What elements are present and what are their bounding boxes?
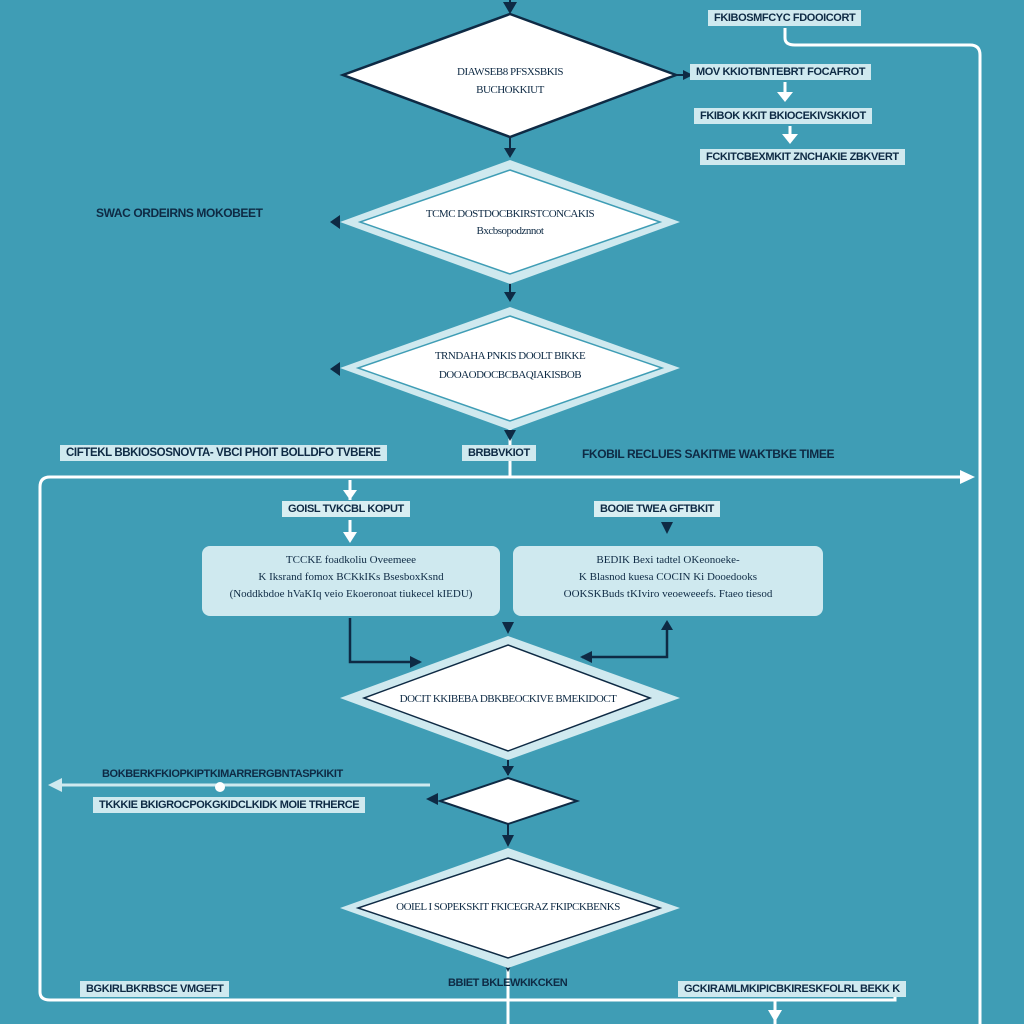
d5-to-d6-head <box>502 835 514 847</box>
diamond-1-line2: BUCHOKKIUT <box>476 84 544 97</box>
diamond-3-inner <box>355 315 665 422</box>
diamond-1-shape <box>339 12 680 139</box>
diamond-2-line1: TCMC DOSTDOCBKIRSTCONCAKIS <box>425 208 595 220</box>
arrow-head-top <box>503 2 517 14</box>
d4-top-head <box>502 622 514 634</box>
diamond-1-label: DIAWSEB8 PFSXSBKIS BUCHOKKIUT <box>400 66 620 97</box>
left-label-1: SWAC ORDEIRNS MOKOBEET <box>96 206 263 220</box>
diamond-6-inner <box>355 857 663 959</box>
diamond-2-inner <box>357 169 663 275</box>
diamond-3-line2: DOOAODOCBCBAQIAKISBOB <box>438 369 582 382</box>
right-tag-3: FKIBOK KKIT BKIOCEKIVSKKIOT <box>694 108 872 124</box>
right-box-to-d4 <box>582 622 669 659</box>
mid-right-label: FKOBIL RECLUES SAKITME WAKTBKE TIMEE <box>582 447 835 461</box>
lower-left-tag-2: TKKKIE BKIGROCPOKGKIDCLKIDK MOIE TRHERCE <box>93 797 366 813</box>
bottom-right-head <box>768 1010 782 1022</box>
mid-left-tag: CIFTEKL BBKIOSOSNOVTA- VBCI PHOIT BOLLDF… <box>60 445 387 461</box>
right-box-line2: K Blasnod kuesa COCIN Ki Dooedooks <box>578 571 758 584</box>
diamond-1-line1: DIAWSEB8 PFSXSBKIS <box>457 66 563 78</box>
right-box-line3: OOKSKBuds tKIviro veoeweeefs. Ftaeo ties… <box>563 588 773 601</box>
d3-left-pointer <box>330 362 340 376</box>
right-tag-2: MOV KKIOTBNTEBRT FOCAFROT <box>690 64 872 80</box>
diamond-4-line1: DOCIT KKIBEBA DBKBEOCKIVE BMEKIDOCT <box>399 693 617 705</box>
d4-to-d5-head <box>502 766 514 776</box>
left-box-to-d4 <box>348 618 420 664</box>
diamond-2-label: TCMC DOSTDOCBKIRSTCONCAKIS Bxcbsopodznno… <box>400 208 620 238</box>
d5-left-head <box>48 778 62 792</box>
d5-left-dot <box>215 782 225 792</box>
rt-arrow-2-head <box>782 134 798 144</box>
right-box-up-head <box>661 620 673 630</box>
arrow-head-2 <box>504 292 516 302</box>
outer-left-loop <box>38 475 970 1002</box>
outer-right-loop <box>783 28 982 1024</box>
diamond-5-shape <box>436 776 581 826</box>
diamond-3-line1: TRNDAHA PNKIS DOOLT BIKKE <box>434 350 586 362</box>
bottom-right-tag: GCKIRAMLMKIPICBKIRESKFOLRL BEKK K <box>678 981 906 997</box>
branch-left-head <box>343 490 357 500</box>
d1-to-tag2-head <box>683 70 693 80</box>
rt-arrow-1-head <box>777 92 793 102</box>
branch-left-tag: GOISL TVKCBL KOPUT <box>282 501 410 517</box>
diamond-2-line2: Bxcbsopodznnot <box>476 225 544 238</box>
arrow-head-1 <box>504 148 516 158</box>
right-tag-1: FKIBOSMFCYC FDOOICORT <box>708 10 862 26</box>
right-box-to-d4-head <box>580 651 592 663</box>
right-tag-4: FCKITCBEXMKIT ZNCHAKIE ZBKVERT <box>700 149 905 165</box>
left-box-line3: (Noddkbdoe hVaKIq veio Ekoeronoat tiukec… <box>229 588 473 601</box>
arrow-right-end <box>960 470 975 484</box>
arrow-head-3 <box>504 430 516 441</box>
bottom-center-label: BBIET BKLEWKIKCKEN <box>448 977 568 989</box>
branch-right-tag: BOOIE TWEA GFTBKIT <box>594 501 720 517</box>
diamond-6-label: OOIEL I SOPEKSKIT FKICEGRAZ FKIPCKBENKS <box>390 901 626 914</box>
right-box-line1: BEDIK Bexi tadtel OKeonoeke- <box>596 554 740 566</box>
left-box-line2: K Iksrand fomox BCKkIKs BsesboxKsnd <box>258 571 444 584</box>
d2-left-pointer <box>330 215 340 229</box>
left-box-to-d4-head <box>410 656 422 668</box>
diamond-4-label: DOCIT KKIBEBA DBKBEOCKIVE BMEKIDOCT <box>390 693 626 706</box>
diamond-3-label: TRNDAHA PNKIS DOOLT BIKKE DOOAODOCBCBAQI… <box>400 350 620 382</box>
mid-center-tag: BRBBVKIOT <box>462 445 536 461</box>
lower-left-label-1: BOKBERKFKIOPKIPTKIMARRERGBNTASPKIKIT <box>102 768 343 780</box>
branch-right-head <box>661 522 673 534</box>
bottom-left-tag: BGKIRLBKRBSCE VMGEFT <box>80 981 230 997</box>
d5-left-pointer <box>426 793 438 805</box>
left-box-line1: TCCKE foadkoliu Oveemeee <box>285 554 417 566</box>
right-process-box: BEDIK Bexi tadtel OKeonoeke- K Blasnod k… <box>513 546 823 616</box>
diamond-4-inner <box>361 644 653 752</box>
left-process-box: TCCKE foadkoliu Oveemeee K Iksrand fomox… <box>202 546 500 616</box>
branch-left-head2 <box>343 532 357 543</box>
diamond-6-line1: OOIEL I SOPEKSKIT FKICEGRAZ FKIPCKBENKS <box>396 901 620 913</box>
